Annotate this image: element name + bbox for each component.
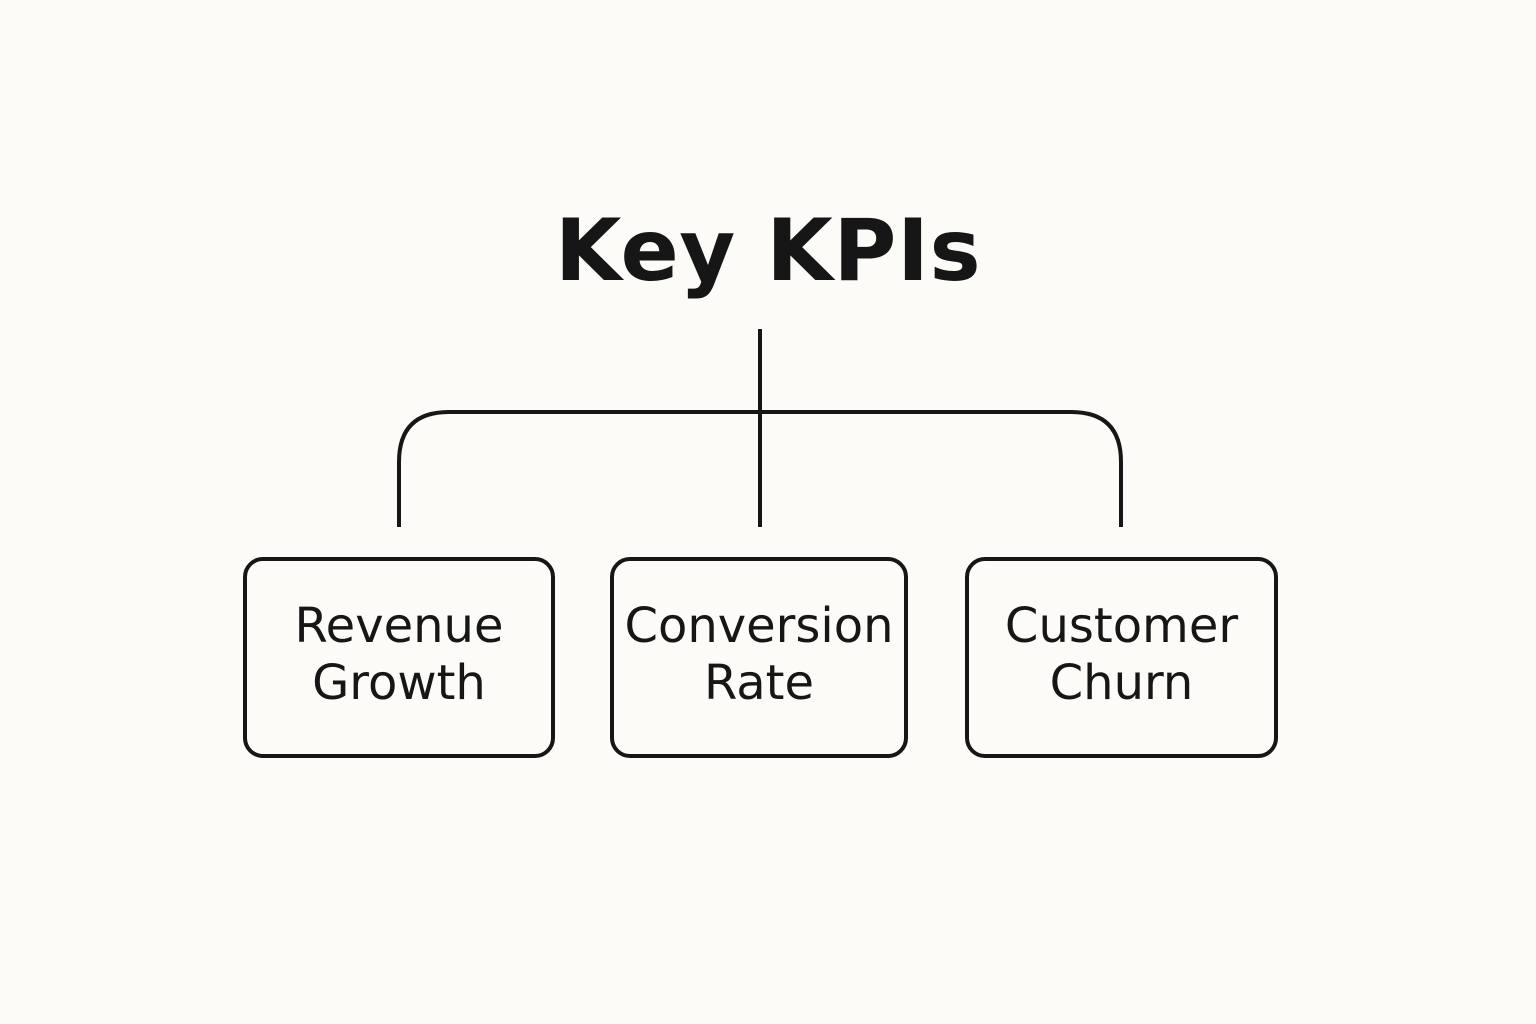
branch-bracket: [397, 410, 1123, 527]
kpi-label: Customer Churn: [1004, 597, 1239, 711]
kpi-box-customer-churn: Customer Churn: [965, 557, 1278, 758]
kpi-label: Revenue Growth: [294, 597, 504, 711]
kpi-label: Conversion Rate: [624, 597, 894, 711]
kpi-box-revenue-growth: Revenue Growth: [243, 557, 555, 758]
kpi-box-conversion-rate: Conversion Rate: [610, 557, 908, 758]
diagram-title: Key KPIs: [554, 201, 982, 301]
